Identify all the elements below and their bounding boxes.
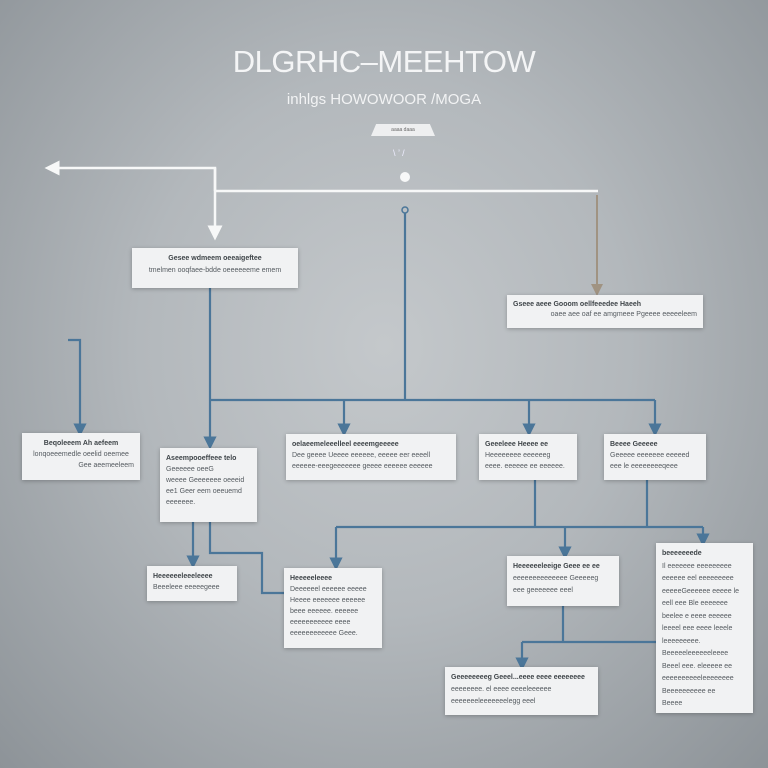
- node-text: eeeeeeeeeeee Geee.: [290, 630, 358, 637]
- node-f[interactable]: Geeeleee Heeee ee Heeeeeeee eeeeeeg eeee…: [479, 434, 577, 480]
- node-title: Beeee Geeeee: [610, 441, 658, 448]
- node-text: ee1 Geer eem oeeuemd: [166, 488, 242, 495]
- node-text: leeeel eee eeee leeele: [662, 625, 733, 632]
- node-text: lonqoeeemedle oeelid oeemee: [33, 451, 129, 458]
- node-text: beelee e eeee eeeeee: [662, 612, 732, 620]
- node-text: eeeeeGeeeeee eeeee le: [662, 587, 740, 595]
- node-e[interactable]: oelaeemeleeelleel eeeemgeeeee Dee geeee …: [286, 434, 456, 480]
- node-b[interactable]: Gseee aeee Gooom oellfeeedee Haeeh oaee …: [507, 295, 703, 328]
- node-i[interactable]: Heeeeeleeee Deeeeeel eeeeee eeeee Heeee …: [284, 568, 382, 648]
- node-text: eee geeeeeee eeel: [513, 587, 573, 594]
- node-text: Gee aeemeeleem: [78, 462, 134, 469]
- node-title: Gesee wdmeem oeeaigeftee: [168, 255, 262, 262]
- node-text: tmelmen ooqfaee-bdde oeeeeeeme emem: [148, 267, 282, 274]
- node-text: Heeeeeeee eeeeeeg: [485, 452, 551, 459]
- junction-dot: [401, 206, 409, 214]
- node-j[interactable]: Heeeeeeleeige Geee ee ee eeeeeeeeeeeeee …: [507, 556, 619, 606]
- node-text: Beeeleee eeeeegeee: [153, 584, 220, 591]
- node-c[interactable]: Beqoleeem Ah aefeem lonqoeeemedle oeelid…: [22, 433, 140, 480]
- node-text: leeeeeeeee.: [662, 637, 701, 645]
- node-text: oaee aee oaf ee amgmeee Pgeeee eeeeeleem: [550, 311, 697, 318]
- node-title: beeeeeeede: [662, 550, 702, 557]
- diagram-subtitle: inhlgs HOWOWOOR /MOGA: [286, 91, 482, 108]
- node-text: eeeeee eel eeeeeeeee: [662, 575, 734, 582]
- node-text: beee eeeeee. eeeeee: [290, 608, 359, 615]
- node-a[interactable]: Gesee wdmeem oeeaigeftee tmelmen ooqfaee…: [132, 248, 298, 288]
- node-title: Heeeeeleeee: [290, 575, 333, 582]
- node-l[interactable]: Geeeeeeeeg Geeel...eeee eeee eeeeeeee ee…: [445, 667, 598, 715]
- node-h[interactable]: Heeeeeeleeeleeee Beeeleee eeeeegeee: [147, 566, 237, 601]
- node-text: Heeee eeeeeee eeeeee: [290, 597, 366, 604]
- node-title: Heeeeeeleeeleeee: [153, 573, 213, 580]
- node-title: Geeeleee Heeee ee: [485, 441, 549, 448]
- root-badge: aaaa daaa: [371, 124, 435, 136]
- node-title: Geeeeeeeeg Geeel...eeee eeee eeeeeeee: [451, 674, 585, 681]
- node-g[interactable]: Beeee Geeeee Geeeee eeeeeee eeeeed eee l…: [604, 434, 706, 480]
- node-text: Beeeeeleeeeeeleeee: [662, 650, 729, 657]
- node-text: eeeeeeeleeeeeeelegg eeel: [451, 698, 536, 705]
- node-text: eeeeeeeeeeeeee Geeeeeg: [513, 575, 599, 582]
- node-text: eeeeeee.: [166, 499, 196, 506]
- node-text: Geeeee eeeeeee eeeeed: [610, 452, 690, 459]
- node-title: Gseee aeee Gooom oellfeeedee Haeeh: [513, 301, 642, 308]
- node-text: eeeeee-eeegeeeeeee geeee eeeeee eeeeee: [292, 463, 433, 470]
- node-text: eeeeeeeeeeleeeeeeee: [662, 675, 734, 682]
- node-text: Il eeeeeee eeeeeeeee: [662, 562, 732, 570]
- node-k[interactable]: beeeeeeede Il eeeeeee eeeeeeeee eeeeee e…: [656, 543, 753, 713]
- node-text: Beeeeeeeeee ee: [662, 687, 716, 695]
- node-text: eeeeeeee. el eeee eeeeleeeeee: [451, 686, 552, 693]
- spark-icon: \ ’ /: [393, 148, 405, 158]
- node-text: eee le eeeeeeeeqeee: [610, 463, 678, 470]
- node-title: Beqoleeem Ah aefeem: [43, 440, 119, 447]
- white-connector-left: [44, 160, 217, 191]
- node-text: weeee Geeeeeee oeeeid: [166, 477, 245, 484]
- node-text: eeeeeeeeeee eeee: [290, 619, 351, 626]
- node-text: Beeel eee. eleeeee ee: [662, 662, 733, 670]
- diagram-title: DLGRHC–MEEHTOW: [232, 44, 536, 79]
- node-text: Dee geeee Ueeee eeeeee, eeeee eer eeeell: [292, 452, 431, 459]
- root-node-dot: [400, 172, 410, 182]
- node-text: eeee. eeeeee ee eeeeee.: [485, 463, 565, 470]
- node-d[interactable]: Aseempooeffeee telo Geeeeee oeeG weeee G…: [160, 448, 257, 522]
- node-title: Aseempooeffeee telo: [166, 455, 237, 462]
- node-title: oelaeemeleeelleel eeeemgeeeee: [292, 441, 399, 448]
- node-title: Heeeeeeleeige Geee ee ee: [513, 563, 600, 570]
- node-text: Beeee: [662, 700, 683, 707]
- node-text: Geeeeee oeeG: [166, 466, 214, 473]
- node-text: eell eee Ble eeeeeee: [662, 600, 728, 607]
- node-text: Deeeeeel eeeeee eeeee: [290, 586, 367, 593]
